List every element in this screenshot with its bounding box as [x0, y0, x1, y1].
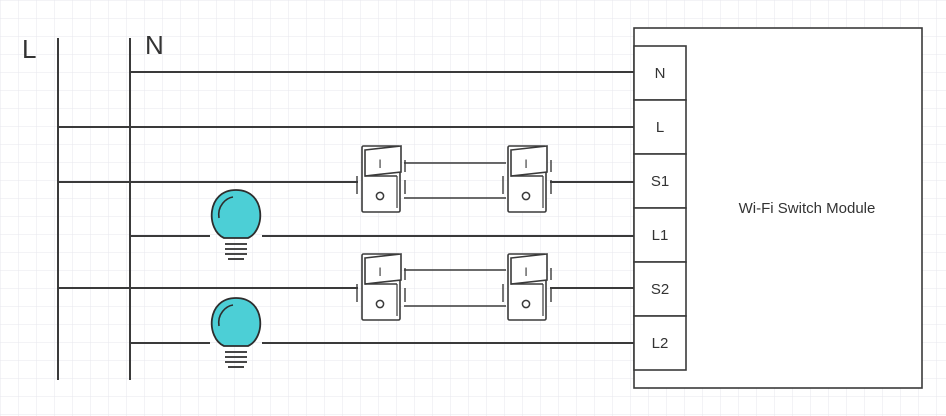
- rocker-switch-icon: I: [502, 145, 552, 213]
- switch-on-mark: I: [524, 157, 527, 171]
- neutral-bus-label: N: [145, 30, 164, 60]
- switch-on-mark: I: [524, 265, 527, 279]
- terminal-l: L: [633, 99, 687, 155]
- light-bulb-icon: [210, 189, 262, 260]
- terminal-s2-label: S2: [651, 281, 669, 298]
- terminal-n-label: N: [655, 65, 666, 82]
- terminal-n: N: [633, 45, 687, 101]
- terminal-s1-label: S1: [651, 173, 669, 190]
- rocker-switch-icon: I: [502, 253, 552, 321]
- switch-on-mark: I: [378, 265, 381, 279]
- terminal-l1: L1: [633, 207, 687, 263]
- terminal-l2: L2: [633, 315, 687, 371]
- switch-on-mark: I: [378, 157, 381, 171]
- rocker-switch-icon: I: [356, 253, 406, 321]
- terminal-l-label: L: [656, 119, 664, 136]
- rocker-switch-icon: I: [356, 145, 406, 213]
- terminal-s1: S1: [633, 153, 687, 209]
- terminal-l1-label: L1: [652, 227, 669, 244]
- terminal-l2-label: L2: [652, 335, 669, 352]
- module-title: Wi-Fi Switch Module: [739, 200, 876, 217]
- terminal-s2: S2: [633, 261, 687, 317]
- line-bus-label: L: [22, 34, 36, 64]
- light-bulb-icon: [210, 297, 262, 368]
